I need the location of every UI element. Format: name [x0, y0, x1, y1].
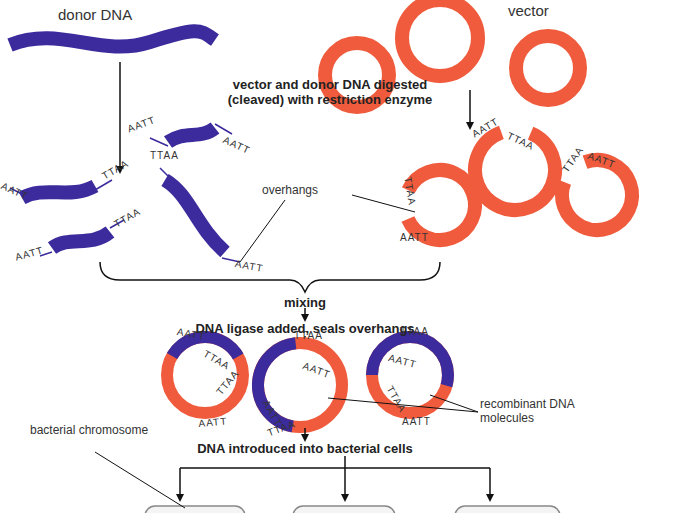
callout-label: bacterial chromosome [30, 424, 148, 438]
sticky-end [40, 220, 124, 256]
donor-dna-strand [10, 31, 215, 46]
sticky-end-label: TTAA [112, 206, 143, 230]
sticky-end-label: TTAA [400, 326, 429, 338]
flow-arrow [119, 62, 121, 172]
flow-arrow [344, 456, 346, 500]
step-label: DNA introduced into bacterial cells [170, 442, 440, 457]
sticky-end-label: TTAA [150, 150, 179, 162]
vector-ring [516, 36, 580, 100]
sticky-end-label: AATT [198, 415, 228, 429]
donor-fragment [22, 186, 95, 198]
step-label: vector and donor DNA digested (cleaved) … [215, 78, 445, 108]
sticky-end-label: AATT [234, 258, 264, 274]
donor-fragment [165, 180, 225, 252]
sticky-end-label: AATT [400, 232, 429, 244]
flow-arrow [469, 90, 471, 128]
bacterial-cell [455, 506, 560, 513]
bacterial-cell [145, 506, 245, 513]
sticky-end-label: AATT [0, 180, 30, 203]
step-label: mixing [250, 296, 360, 311]
leader-line [430, 395, 478, 412]
recombinant-insert [372, 337, 448, 413]
flow-arrow [179, 468, 181, 500]
recombinant-insert [251, 336, 348, 433]
recombinant-ring [372, 337, 448, 413]
mixing-bracket [100, 262, 440, 292]
leader-line [95, 452, 185, 508]
sticky-end-label: AATT [387, 352, 418, 371]
heading-label: vector [508, 2, 549, 19]
sticky-end [150, 124, 232, 146]
sticky-end-label: AATT [301, 360, 332, 381]
sticky-end-label: AATT [126, 114, 157, 135]
recombinant-insert [153, 323, 257, 427]
flow-arrow [304, 428, 306, 440]
sticky-end-label: AATT [221, 134, 252, 157]
branch-line [180, 467, 490, 469]
sticky-end [160, 168, 240, 262]
sticky-end-label: TTAA [560, 144, 586, 174]
sticky-end-label: TTAA [294, 330, 323, 342]
heading-label: donor DNA [58, 6, 132, 23]
sticky-end-label: AATT [14, 245, 45, 264]
sticky-end-label: TTAA [100, 158, 131, 182]
donor-fragment [52, 232, 110, 248]
flow-arrow [489, 468, 491, 500]
vector-ring [402, 0, 478, 76]
leader-line [240, 200, 285, 262]
callout-label: overhangs [262, 184, 318, 198]
bacterial-cell [293, 506, 395, 513]
donor-fragment [168, 128, 215, 142]
callout-label: recombinant DNA molecules [480, 398, 590, 426]
sticky-end-label: AATT [402, 416, 431, 428]
